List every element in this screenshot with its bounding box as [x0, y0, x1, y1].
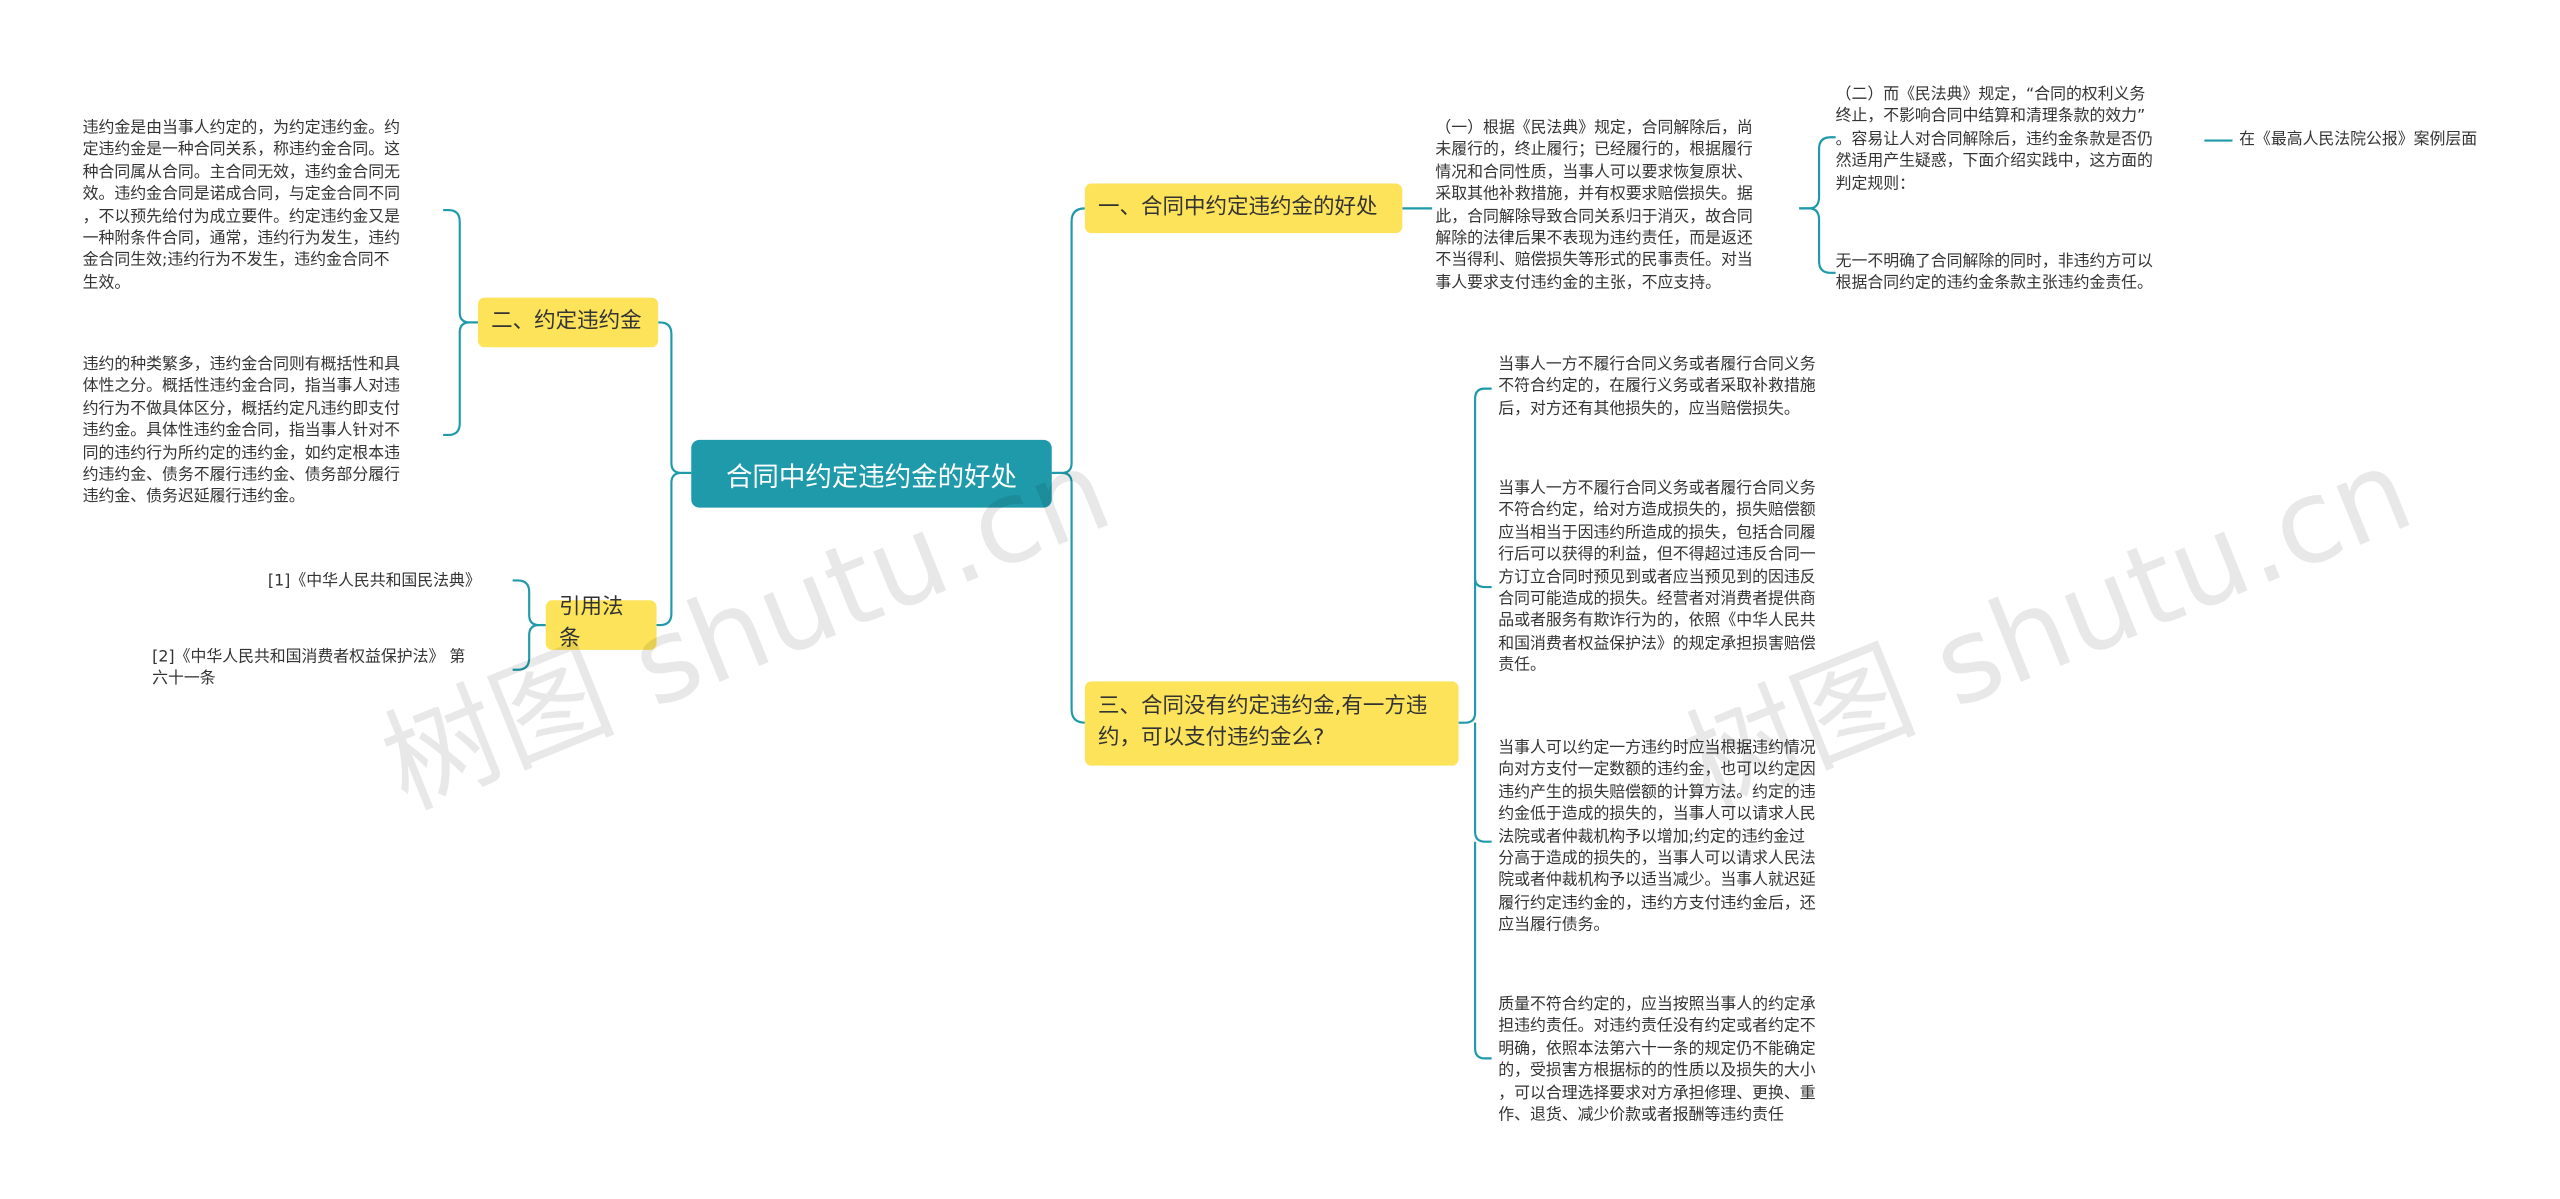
leaf-penalty-types: 违约的种类繁多，违约金合同则有概括性和具 体性之分。概括性违约金合同，指当事人对…	[82, 355, 400, 507]
connector-ref-1	[512, 579, 546, 627]
branch-cited-laws-label: 引用法条	[558, 595, 624, 652]
connector-root-b1	[1051, 207, 1085, 475]
leaf-agreed-penalty-adjustment: 当事人可以约定一方违约时应当根据违约情况 向对方支付一定数额的违约金，也可以约定…	[1498, 739, 1816, 935]
branch-no-agreement[interactable]: 三、合同没有约定违约金,有一方违约，可以支付违约金么?	[1084, 681, 1459, 766]
connector-b1-leaf1c	[1799, 207, 1836, 274]
connector-b3-leaf4	[1474, 841, 1492, 1060]
root-title: 合同中约定违约金的好处	[725, 460, 1018, 492]
connector-b2-leaf2	[443, 321, 478, 436]
connector-root-b2	[658, 321, 692, 475]
branch-agreed-penalty-label: 二、约定违约金	[491, 308, 642, 334]
connector-root-b3	[1051, 471, 1085, 724]
connector-b3-leaf2	[1474, 578, 1492, 589]
branch-agreed-penalty[interactable]: 二、约定违约金	[477, 297, 659, 348]
connector-b1-leaf1b	[1799, 136, 1836, 210]
leaf-penalty-definition: 违约金是由当事人约定的，为约定违约金。约 定违约金是一种合同关系，称违约金合同。…	[82, 119, 400, 293]
leaf-citation-consumer-law: [2]《中华人民共和国消费者权益保护法》 第 六十一条	[152, 648, 466, 689]
branch-benefits[interactable]: 一、合同中约定违约金的好处	[1084, 183, 1403, 234]
leaf-compensation-after-remedy: 当事人一方不履行合同义务或者履行合同义务 不符合约定的，在履行义务或者采取补救措…	[1498, 355, 1816, 419]
leaf-civil-code-settlement: （二）而《民法典》规定，“合同的权利义务 终止，不影响合同中结算和清理条款的效力…	[1835, 85, 2153, 193]
leaf-quality-nonconformity: 质量不符合约定的，应当按照当事人的约定承 担违约责任。对违约责任没有约定或者约定…	[1498, 995, 1816, 1125]
root-topic[interactable]: 合同中约定违约金的好处	[691, 439, 1052, 508]
branch-cited-laws[interactable]: 引用法条	[545, 596, 657, 652]
connector-b3-stem	[1458, 387, 1492, 724]
leaf-non-breaching-claim: 无一不明确了合同解除的同时，非违约方可以 根据合同约定的违约金条款主张违约金责任…	[1835, 253, 2153, 294]
connector-root-ref	[656, 471, 692, 627]
leaf-supreme-court-gazette: 在《最高人民法院公报》案例层面	[2239, 130, 2478, 149]
connector-ref-2	[512, 624, 546, 671]
leaf-civil-code-termination: （一）根据《民法典》规定，合同解除后，尚 未履行的，终止履行；已经履行的，根据履…	[1435, 119, 1753, 293]
branch-no-agreement-label: 三、合同没有约定违约金,有一方违约，可以支付违约金么?	[1098, 693, 1428, 750]
branch-benefits-label: 一、合同中约定违约金的好处	[1098, 194, 1378, 220]
leaf-citation-civil-code: [1]《中华人民共和国民法典》	[267, 572, 481, 591]
connector-b3-leaf3	[1474, 722, 1492, 843]
leaf-loss-compensation-amount: 当事人一方不履行合同义务或者履行合同义务 不符合约定，给对方造成损失的，损失赔偿…	[1498, 479, 1816, 676]
